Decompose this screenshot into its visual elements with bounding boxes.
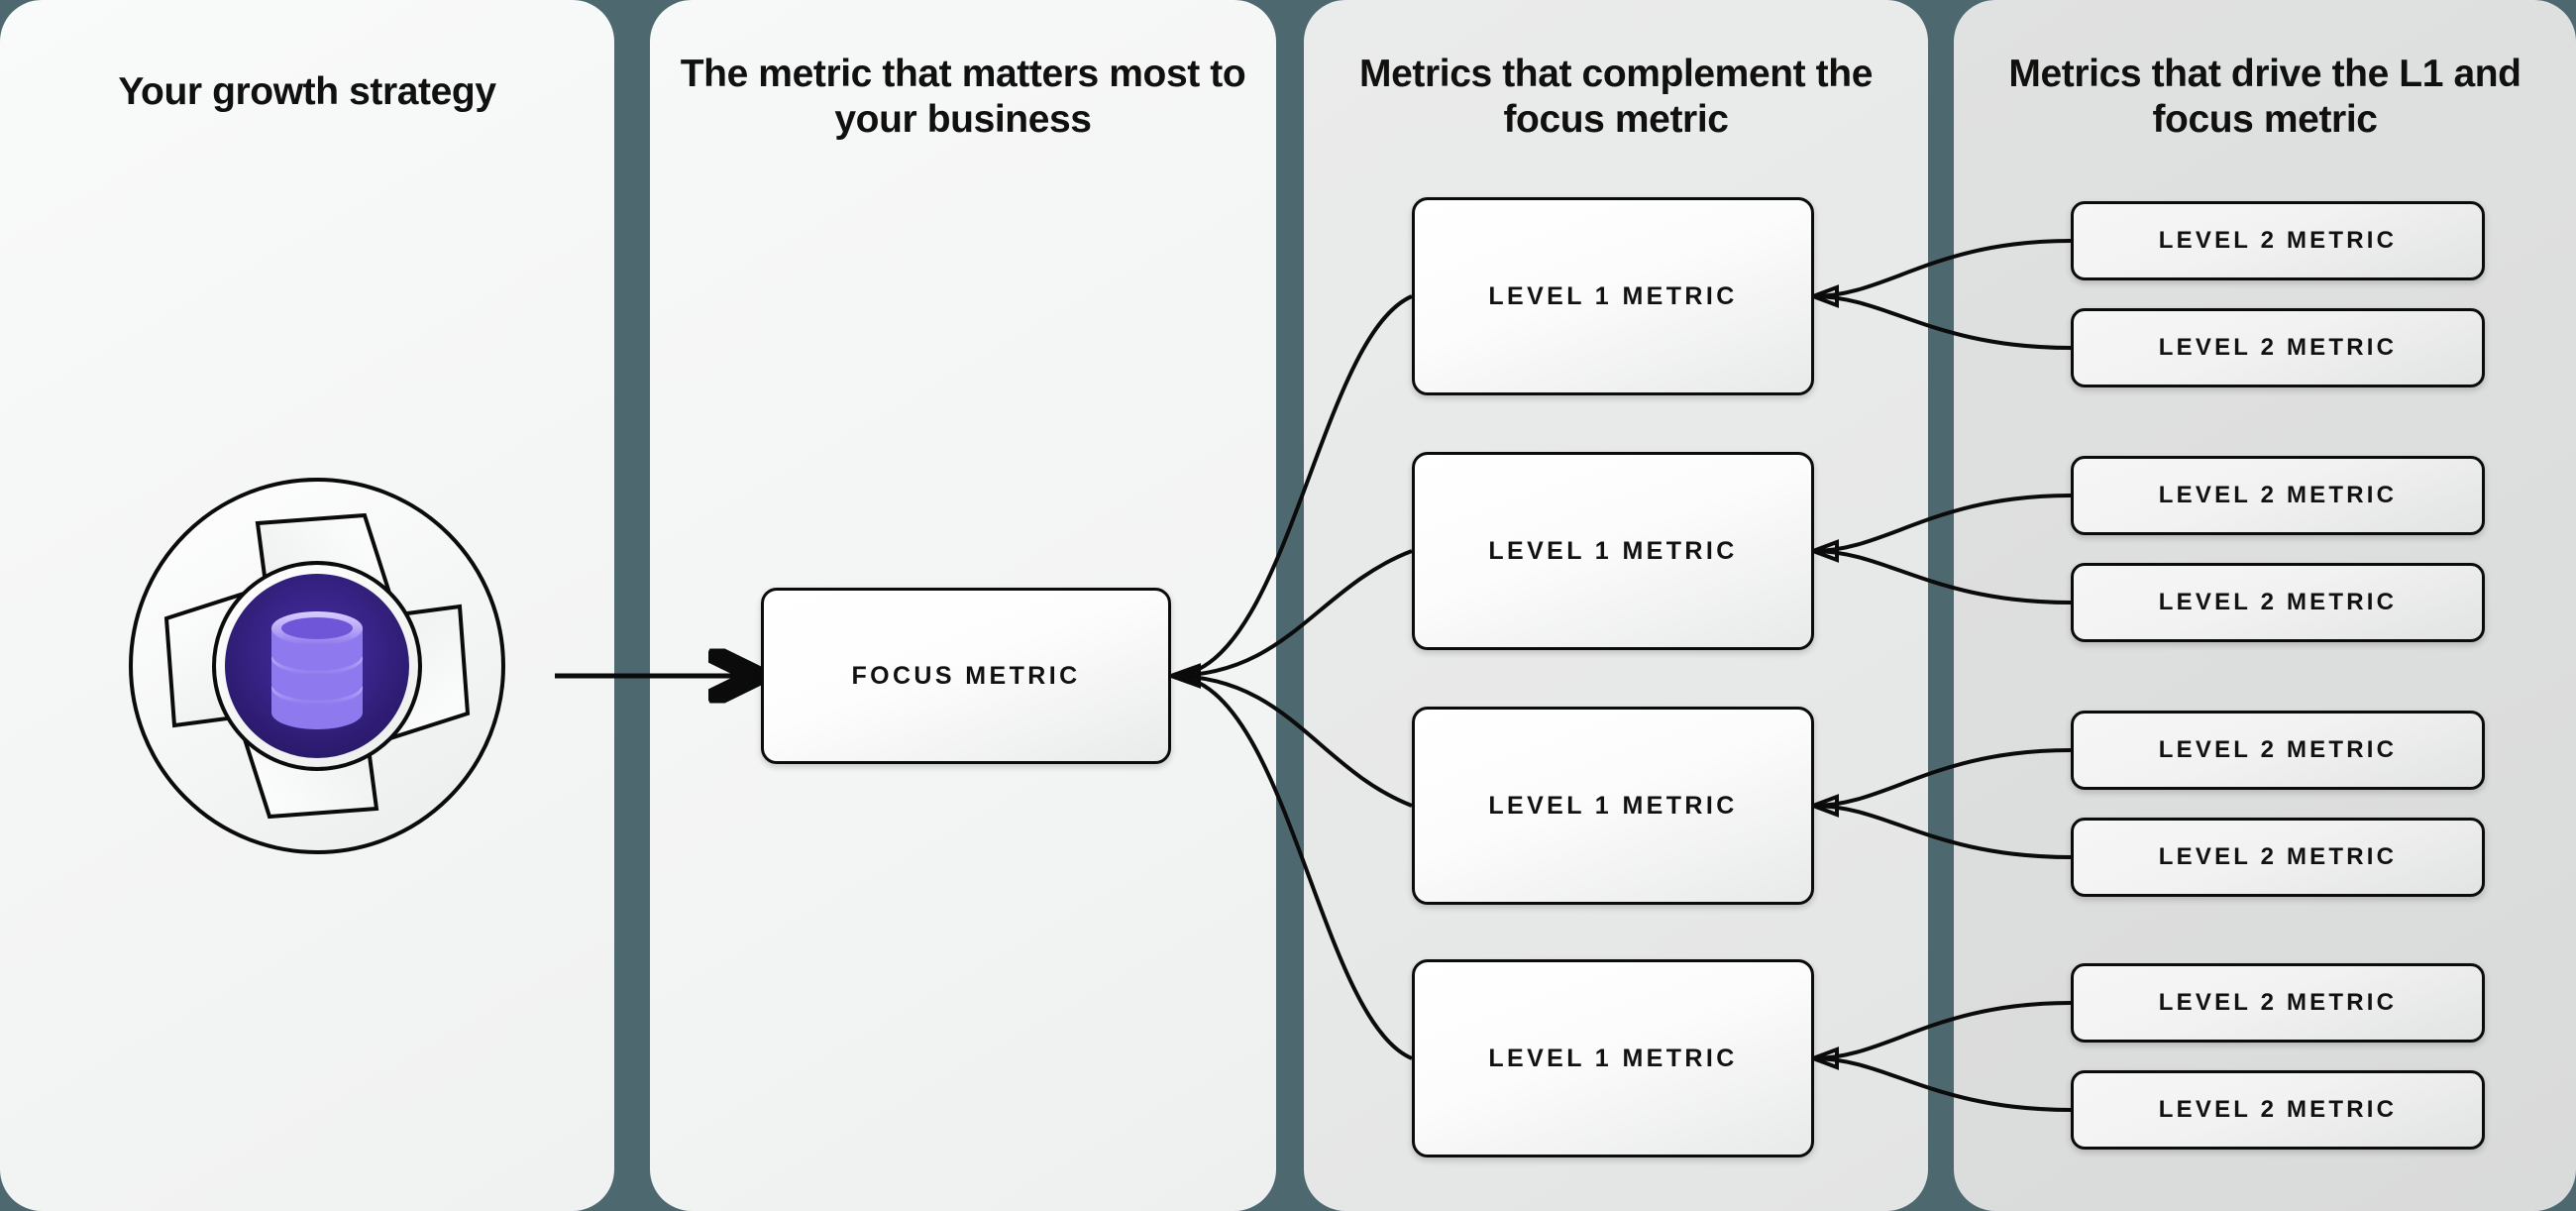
level2-metric-box-1[interactable]: LEVEL 2 METRIC <box>2071 201 2485 280</box>
panel-title-focus-metric: The metric that matters most to your bus… <box>680 53 1246 142</box>
level1-metric-box-4[interactable]: LEVEL 1 METRIC <box>1412 959 1814 1157</box>
level1-metric-box-1[interactable]: LEVEL 1 METRIC <box>1412 197 1814 395</box>
level2-metric-box-5[interactable]: LEVEL 2 METRIC <box>2071 711 2485 790</box>
level1-metric-box-3[interactable]: LEVEL 1 METRIC <box>1412 707 1814 905</box>
level2-metric-box-7[interactable]: LEVEL 2 METRIC <box>2071 963 2485 1043</box>
panel-title-level2-metrics: Metrics that drive the L1 and focus metr… <box>2008 53 2522 142</box>
growth-strategy-aperture-logo <box>79 428 555 904</box>
level2-metric-box-6[interactable]: LEVEL 2 METRIC <box>2071 818 2485 897</box>
level2-metric-box-2[interactable]: LEVEL 2 METRIC <box>2071 308 2485 387</box>
level2-metric-box-8[interactable]: LEVEL 2 METRIC <box>2071 1070 2485 1150</box>
database-icon <box>271 611 363 729</box>
level2-metric-box-4[interactable]: LEVEL 2 METRIC <box>2071 563 2485 642</box>
panel-growth-strategy: Your growth strategy <box>0 0 614 1211</box>
panel-title-growth-strategy: Your growth strategy <box>118 70 496 113</box>
panel-title-level1-metrics: Metrics that complement the focus metric <box>1359 53 1873 142</box>
focus-metric-box[interactable]: FOCUS METRIC <box>761 588 1171 764</box>
level2-metric-box-3[interactable]: LEVEL 2 METRIC <box>2071 456 2485 535</box>
level1-metric-box-2[interactable]: LEVEL 1 METRIC <box>1412 452 1814 650</box>
